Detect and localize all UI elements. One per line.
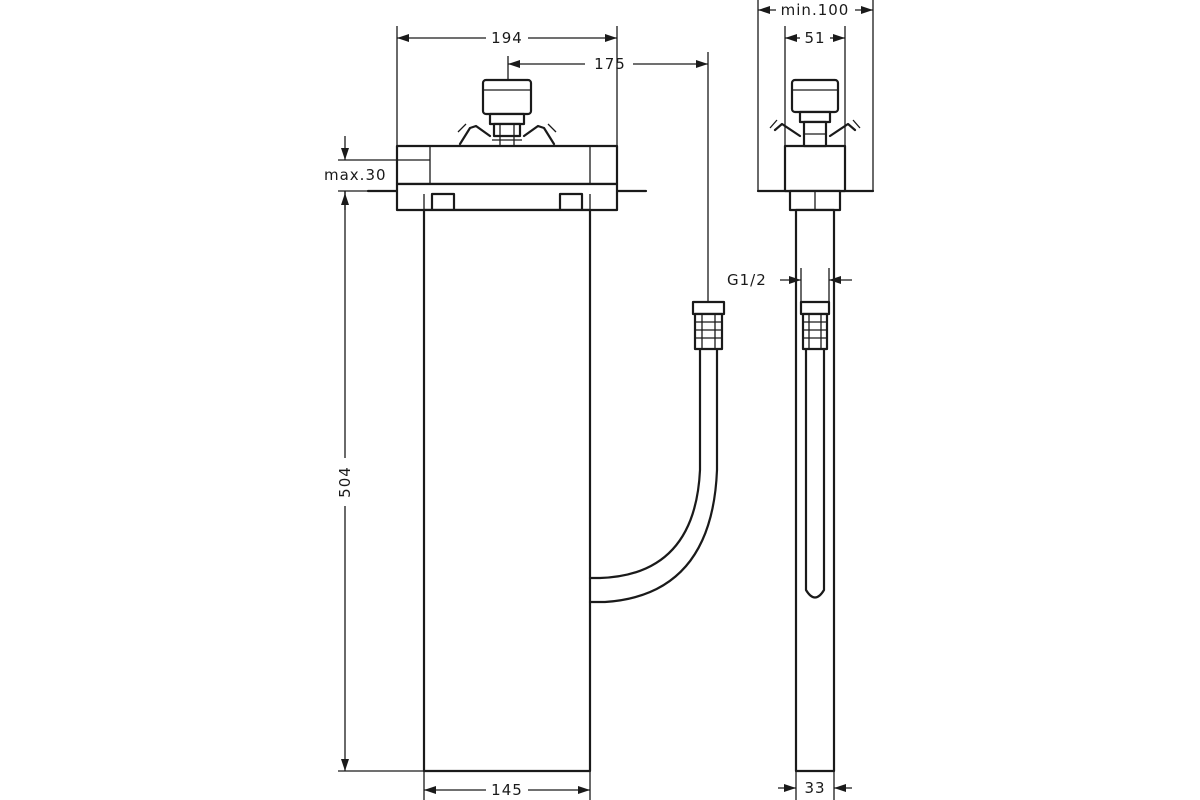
main-body <box>422 208 592 773</box>
dimension-51: 51 <box>784 26 846 146</box>
dim-label-504: 504 <box>336 466 354 498</box>
front-view: 194 175 max.30 504 <box>324 26 726 800</box>
dimension-145: 145 <box>423 771 591 800</box>
dimension-min100: min.100 <box>757 0 874 191</box>
side-body <box>794 208 836 773</box>
hose <box>588 300 726 604</box>
dimension-33: 33 <box>778 771 852 800</box>
dim-label-33: 33 <box>804 779 825 797</box>
dimension-504: 504 <box>336 191 424 772</box>
dimension-194: 194 <box>396 26 618 146</box>
dim-label-min100: min.100 <box>781 1 850 19</box>
dim-label-194: 194 <box>491 29 523 47</box>
dimension-175: 175 <box>507 52 709 302</box>
dim-label-175: 175 <box>594 55 626 73</box>
valve-knob <box>457 78 557 146</box>
dim-label-51: 51 <box>804 29 825 47</box>
dimension-g12: G1/2 <box>727 268 852 302</box>
flange <box>395 182 619 212</box>
dim-label-g12: G1/2 <box>727 271 767 289</box>
dim-label-max30: max.30 <box>324 166 387 184</box>
side-view: min.100 51 G1/2 <box>727 0 875 800</box>
dim-label-145: 145 <box>491 781 523 799</box>
